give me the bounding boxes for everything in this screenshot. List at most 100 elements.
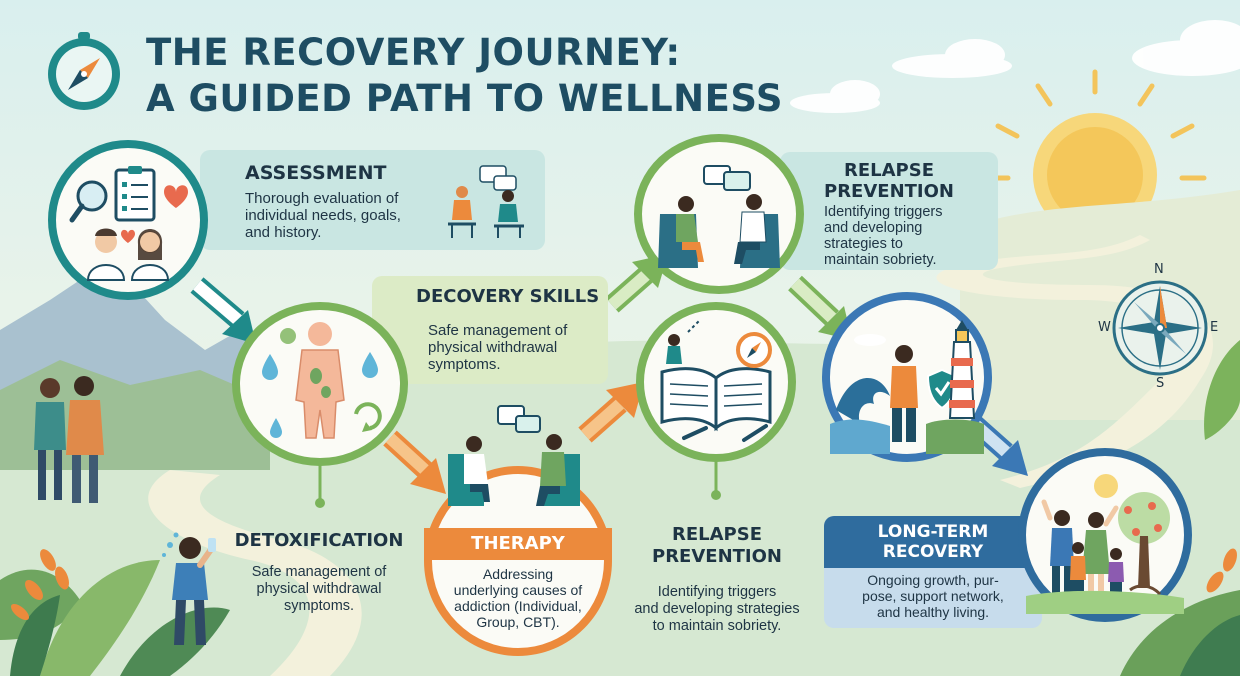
relapse-prevention-text: Identifying triggers and developing stra…	[612, 584, 822, 635]
relapse-prevention-top-line: strategies to	[824, 236, 903, 252]
detox-illustration	[262, 322, 382, 439]
doctor-icon	[86, 228, 170, 281]
plants-right	[1120, 340, 1240, 676]
heart-icon	[121, 229, 135, 243]
relapse-prevention-title: RELAPSE PREVENTION	[612, 524, 822, 568]
water-drop-icon	[262, 352, 378, 438]
detoxification-line: symptoms.	[283, 598, 355, 614]
assessment-illustration	[69, 166, 188, 281]
recycle-arrows-icon	[354, 402, 382, 432]
therapy-line: Addressing	[482, 566, 554, 582]
relapse-prevention-title-line: RELAPSE	[671, 524, 762, 545]
magnifier-icon	[69, 180, 108, 223]
long-term-recovery-text: Ongoing growth, pur- pose, support netwo…	[824, 572, 1042, 620]
relapse-prevention-line: to maintain sobriety.	[652, 618, 782, 634]
long-term-recovery-title-banner: LONG-TERM RECOVERY	[824, 516, 1042, 568]
page-title: THE RECOVERY JOURNEY: A GUIDED PATH TO W…	[146, 30, 783, 122]
detoxification-title: DETOXIFICATION	[234, 530, 404, 551]
decovery-skills-line: physical withdrawal	[428, 339, 558, 356]
long-term-recovery-line: Ongoing growth, pur-	[867, 572, 999, 588]
therapy-line: Group, CBT).	[476, 614, 560, 630]
relapse-prevention-label: RELAPSE PREVENTION Identifying triggers …	[612, 524, 822, 635]
relapse-prevention-top-text: Identifying triggers and developing stra…	[824, 204, 942, 268]
assessment-title: ASSESSMENT	[245, 162, 387, 184]
relapse-prevention-top-line: maintain sobriety.	[824, 252, 937, 268]
heart-icon	[164, 185, 188, 208]
assessment-panel: ASSESSMENT Thorough evaluation of indivi…	[200, 150, 545, 250]
long-term-recovery-circle	[1018, 448, 1192, 622]
therapy-text: Addressing underlying causes of addictio…	[432, 566, 604, 630]
assessment-circle	[48, 140, 208, 300]
person-standing	[890, 345, 918, 442]
long-term-recovery-title: LONG-TERM RECOVERY	[824, 516, 1042, 562]
relapse-prevention-title-line: PREVENTION	[652, 546, 782, 567]
decovery-skills-panel: DECOVERY SKILLS Safe management of physi…	[372, 276, 608, 384]
counseling-icon	[448, 165, 524, 238]
detoxification-label: DETOXIFICATION Safe management of physic…	[226, 530, 412, 615]
therapy-title-banner: THERAPY	[424, 528, 612, 560]
therapy-session-illustration	[448, 405, 580, 506]
assessment-line: and history.	[245, 224, 322, 241]
decovery-skills-line: symptoms.	[428, 356, 501, 373]
body-figure	[295, 322, 345, 439]
long-term-recovery-title-line: RECOVERY	[882, 542, 984, 562]
title-line-2: A GUIDED PATH TO WELLNESS	[146, 77, 784, 120]
compass-west-label: W	[1098, 320, 1111, 335]
relapse-prevention-panel: RELAPSE PREVENTION Identifying triggers …	[780, 152, 998, 270]
arrow-therapy-to-skills	[578, 382, 644, 443]
long-term-recovery-line: and healthy living.	[876, 604, 990, 620]
speech-bubble-icon	[703, 165, 751, 191]
long-term-recovery-title-line: LONG-TERM	[877, 522, 989, 542]
tree-icon	[1118, 492, 1170, 596]
decovery-skills-title: DECOVERY SKILLS	[416, 286, 600, 307]
compass-rose-icon	[1112, 280, 1208, 376]
assessment-text: Thorough evaluation of individual needs,…	[245, 190, 401, 241]
book-illustration	[660, 319, 772, 442]
relapse-prevention-line: and developing strategies	[634, 601, 800, 617]
detoxification-circle	[232, 302, 408, 466]
resilience-illustration	[830, 320, 984, 454]
compass-east-label: E	[1210, 320, 1219, 335]
person-drinking-water	[162, 532, 216, 645]
family-tree-illustration	[1026, 474, 1184, 614]
arrow-detox-to-therapy	[383, 430, 446, 494]
relapse-prevention-top-line: and developing	[824, 220, 923, 236]
speech-bubble-icon	[497, 405, 541, 433]
relapse-prevention-top-title-line: PREVENTION	[824, 181, 954, 202]
clipboard-icon	[114, 166, 156, 222]
therapy-title: THERAPY	[471, 533, 565, 554]
relapse-pin	[711, 460, 721, 500]
therapy-line: addiction (Individual,	[454, 598, 582, 614]
sun-icon	[983, 69, 1207, 237]
resilience-circle	[822, 292, 992, 462]
counseling-chairs-illustration	[658, 165, 780, 268]
detoxification-line: physical withdrawal	[256, 581, 382, 597]
compass-small-icon	[736, 332, 772, 368]
title-line-1: THE RECOVERY JOURNEY:	[146, 31, 681, 74]
relapse-prevention-line: Identifying triggers	[657, 584, 777, 600]
compass-north-label: N	[1154, 262, 1164, 277]
decovery-skills-text: Safe management of physical withdrawal s…	[428, 322, 567, 373]
compass-icon	[48, 32, 120, 110]
compass-rose: N E S W	[1096, 262, 1224, 392]
long-term-recovery-panel: LONG-TERM RECOVERY Ongoing growth, pur- …	[824, 516, 1042, 628]
relapse-prevention-top-line: Identifying triggers	[824, 204, 943, 220]
assessment-line: Thorough evaluation of	[245, 190, 399, 207]
family-figures	[1041, 499, 1124, 596]
compass-south-label: S	[1156, 376, 1165, 391]
detoxification-line: Safe management of	[251, 564, 387, 580]
detox-pin	[315, 462, 325, 508]
relapse-prevention-top-title: RELAPSE PREVENTION	[780, 160, 998, 202]
assessment-line: individual needs, goals,	[245, 207, 401, 224]
detoxification-text: Safe management of physical withdrawal s…	[226, 564, 412, 615]
long-term-recovery-line: pose, support network,	[862, 588, 1004, 604]
couple-illustration	[34, 376, 104, 503]
open-book-icon	[660, 367, 772, 432]
therapy-line: underlying causes of	[453, 582, 583, 598]
decovery-skills-line: Safe management of	[428, 322, 568, 339]
skills-book-circle	[636, 302, 796, 462]
relapse-prevention-top-title-line: RELAPSE	[843, 160, 934, 181]
relapse-prevention-circle	[634, 134, 804, 294]
therapy-circle: THERAPY Addressing underlying causes of …	[424, 466, 612, 656]
